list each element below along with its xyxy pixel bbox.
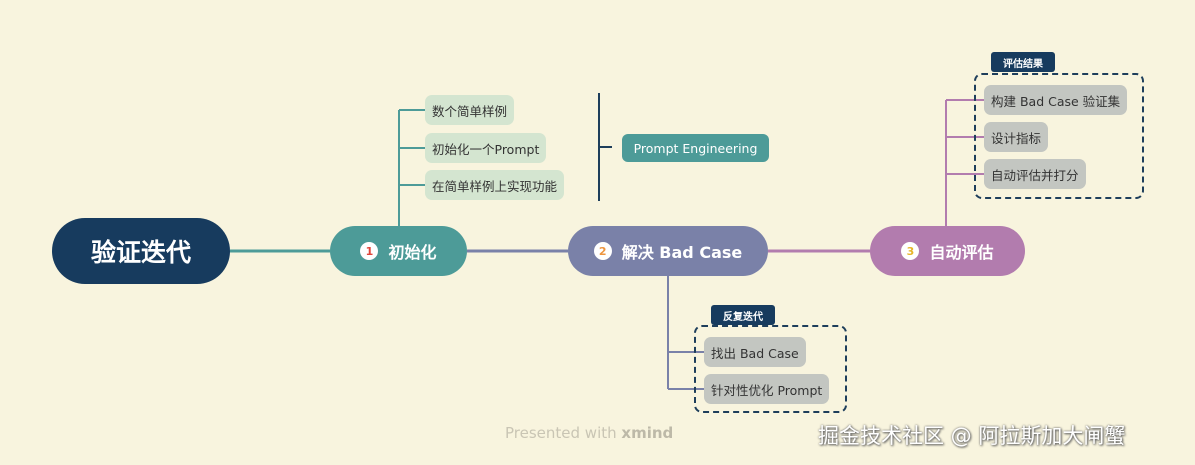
xmind-logo: xmind — [621, 424, 674, 442]
subtopic-init-1[interactable]: 数个简单样例 — [425, 95, 515, 125]
root-topic-label: 验证迭代 — [90, 238, 191, 267]
boundary-results-label[interactable]: 评估结果 — [991, 52, 1055, 72]
subtopic-init-3[interactable]: 在简单样例上实现功能 — [425, 170, 565, 200]
main-topic-eval[interactable]: 3 自动评估 — [870, 226, 1025, 276]
subtopic-init-2[interactable]: 初始化一个Prompt — [425, 133, 547, 163]
subtopic-badcase-2[interactable]: 针对性优化 Prompt — [704, 374, 830, 404]
subtopic-badcase-1[interactable]: 找出 Bad Case — [704, 337, 806, 367]
xmind-watermark: Presented with xmind — [505, 424, 673, 442]
number-two-icon: 2 — [593, 242, 612, 260]
main-topic-badcase[interactable]: 2 解决 Bad Case — [568, 226, 768, 276]
subtopic-eval-1[interactable]: 构建 Bad Case 验证集 — [984, 85, 1128, 115]
connector-badcase-children — [667, 276, 704, 390]
main-topic-eval-label: 自动评估 — [929, 243, 994, 262]
summary-bracket — [598, 93, 612, 201]
boundary-results — [974, 73, 1144, 199]
connector-eval-children — [945, 99, 984, 226]
subtopic-eval-3[interactable]: 自动评估并打分 — [984, 159, 1086, 189]
root-topic[interactable]: 验证迭代 — [52, 218, 230, 284]
summary-prompt-engineering[interactable]: Prompt Engineering — [622, 134, 769, 162]
main-topic-badcase-label: 解决 Bad Case — [621, 243, 743, 262]
subtopic-eval-2[interactable]: 设计指标 — [984, 122, 1049, 152]
juejin-credit: 掘金技术社区 @ 阿拉斯加大闸蟹 — [818, 424, 1126, 448]
boundary-iterate — [694, 325, 847, 413]
main-topic-init[interactable]: 1 初始化 — [330, 226, 467, 276]
main-topic-init-label: 初始化 — [388, 243, 437, 262]
connector-init-children — [398, 109, 425, 226]
watermark-prefix: Presented with — [505, 424, 622, 442]
number-three-icon: 3 — [901, 242, 920, 260]
boundary-iterate-label[interactable]: 反复迭代 — [711, 305, 775, 325]
number-one-icon: 1 — [360, 242, 379, 260]
